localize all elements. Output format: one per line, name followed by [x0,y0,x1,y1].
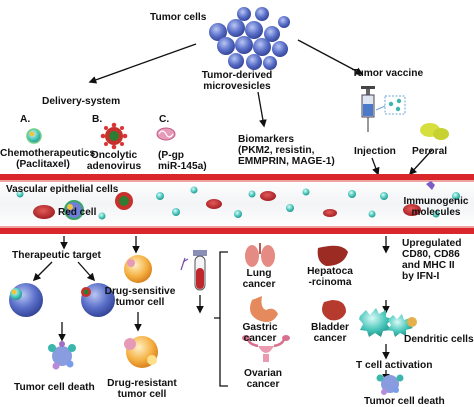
drug-resistant-cell-icon [124,336,158,368]
label-a: A. [20,114,31,125]
label-ovarian-cancer: Ovarian cancer [244,368,282,390]
label-lung-cancer: Lung cancer [242,268,276,290]
label-tumor-cell-death-left: Tumor cell death [14,382,95,393]
label-hepatocarcinoma: Hepatoca -rcinoma [307,266,353,288]
arrow-to-vaccine [297,39,364,75]
dying-cell-left-icon [48,341,76,370]
label-gastric-cancer: Gastric cancer [242,322,278,344]
label-tumor-cell-death-right: Tumor cell death [364,396,445,407]
bladder-icon [322,300,346,321]
label-upregulated: Upregulated CD80, CD86 and MHC II by IFN… [402,238,462,282]
label-chemotherapeutics: Chemotherapeutics (Paclitaxel) [0,148,96,170]
label-oncolytic: Oncolytic adenovirus [86,150,142,172]
vaccine-particles-icon [375,95,406,115]
label-biomarkers: Biomarkers (PKM2, resistin, EMMPRIN, MAG… [238,134,335,167]
label-vascular-epithelial: Vascular epithelial cells [6,184,119,195]
label-therapeutic-target: Therapeutic target [12,250,101,261]
label-c: C. [159,114,170,125]
arrow-target-left [32,261,53,282]
label-tumor-vaccine: Tumor vaccine [352,68,424,79]
dying-cell-right-icon [376,374,404,395]
tumor-cell-cluster [209,7,290,70]
label-drug-resistant: Drug-resistant tumor cell [107,378,177,400]
arrow-target-right [77,261,96,282]
label-pgp: (P-gp miR-145a) [158,150,207,172]
vessel-contents [16,181,460,220]
label-delivery-system: Delivery-system [42,96,121,107]
label-red-cell: Red cell [58,207,97,218]
arrow-to-delivery [88,43,197,84]
ovary-icon [242,335,290,362]
label-drug-sensitive: Drug-sensitive tumor cell [104,286,176,308]
arrow-peroral-down [408,149,433,176]
label-peroral: Peroral [412,146,448,157]
label-injection: Injection [354,146,396,157]
syringe-icon [361,86,375,132]
cancer-bracket [214,251,228,387]
label-t-cell-activation: T cell activation [356,360,433,371]
label-tumor-cells: Tumor cells [150,12,207,23]
arrow-injection-down [371,157,380,176]
label-dendritic-cells: Dendritic cells [404,334,474,345]
peroral-capsule-icon [420,123,449,140]
dendritic-cells-icon [359,308,417,337]
tumor-cell-left-icon [9,283,43,317]
chemo-vesicle-icon [26,128,42,144]
arrow-to-biomarkers [257,91,267,128]
label-immunogenic: Immunogenic molecules [403,196,469,218]
lung-icon [245,243,275,267]
tumor-cell-right-icon [81,283,115,317]
blood-tube-icon [180,250,207,291]
label-microvesicles: Tumor-derived microvesicles [201,70,273,92]
oncolytic-adenovirus-icon [100,122,128,150]
stomach-icon [250,296,278,322]
pgp-mirna-icon [156,127,176,141]
drug-sensitive-cell-icon [124,255,152,283]
label-bladder-cancer: Bladder cancer [311,322,349,344]
liver-icon [317,245,348,266]
label-b: B. [92,114,103,125]
